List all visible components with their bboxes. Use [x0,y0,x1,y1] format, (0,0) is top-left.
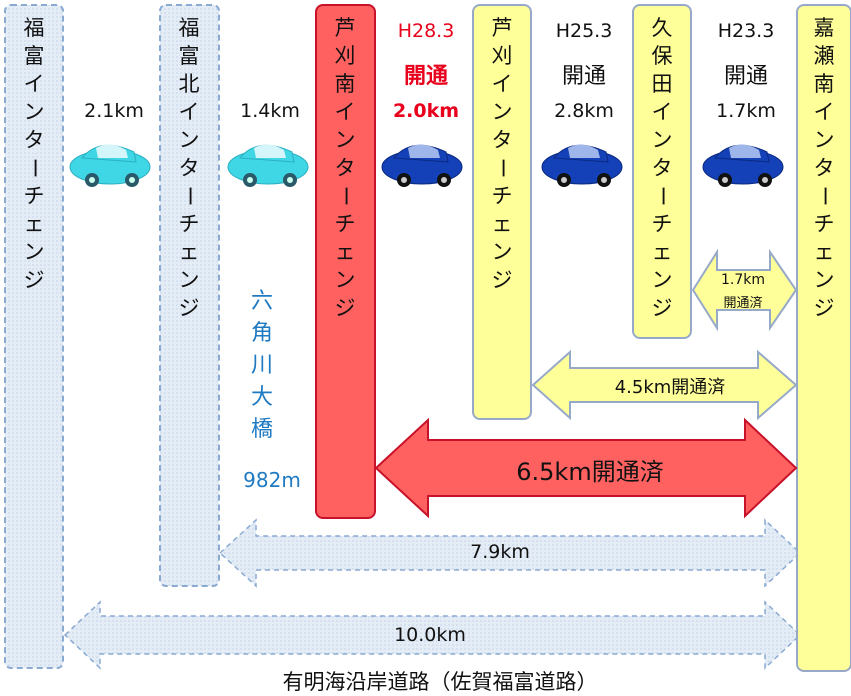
span-4-5km-arrow [531,349,798,421]
pillar-fukudomi-kita [159,4,220,587]
span-1-7km-arrow [691,248,798,332]
segment-status: 開通 [561,64,606,89]
ic-name-fukudomi: 福富インターチェンジ [22,16,46,292]
segment-distance: 1.7km [716,100,776,122]
span-10-0km-label: 10.0km [394,624,466,646]
car-icon [541,144,623,187]
span-10-0km-arrow [63,600,802,670]
pillar-fukudomi [4,4,64,669]
span-1-7km-status: 開通済 [723,296,763,311]
footer-road-name: 有明海沿岸道路（佐賀福富道路） [282,670,598,694]
segment-distance: 2.0km [392,100,460,122]
span-4-5km-label: 4.5km開通済 [614,377,726,398]
car-icon [702,144,784,187]
car-icon [69,144,151,187]
segment-status: 開通 [403,64,448,89]
span-7-9km-arrow [218,518,802,588]
pillar-ashikari [472,4,532,420]
car-icon [381,144,463,187]
ic-name-kase-minami: 嘉瀬南インターチェンジ [812,16,836,320]
segment-status: 開通 [723,64,768,89]
bridge-length: 982m [243,468,301,492]
segment-opening-date: H23.3 [717,20,775,42]
segment-distance: 2.8km [554,100,614,122]
ic-name-ashikari-minami: 芦刈南インターチェンジ [333,16,357,320]
ic-name-fukudomi-kita: 福富北インターチェンジ [177,16,201,320]
span-6-5km-label: 6.5km開通済 [516,458,664,486]
span-7-9km-label: 7.9km [470,541,530,563]
ic-name-kubota: 久保田インターチェンジ [650,16,674,320]
pillar-ashikari-minami [315,4,376,519]
span-1-7km-distance: 1.7km [720,272,765,288]
bridge-name: 六角川大橋 [250,289,273,442]
segment-opening-date: H25.3 [555,20,613,42]
span-6-5km-arrow [374,417,798,519]
segment-distance: 2.1km [84,100,144,122]
pillar-kase-minami [796,4,851,672]
car-icon [227,144,309,187]
segment-opening-date: H28.3 [397,20,455,42]
pillar-kubota [632,4,692,339]
ic-name-ashikari: 芦刈インターチェンジ [490,16,514,292]
segment-distance: 1.4km [240,100,300,122]
